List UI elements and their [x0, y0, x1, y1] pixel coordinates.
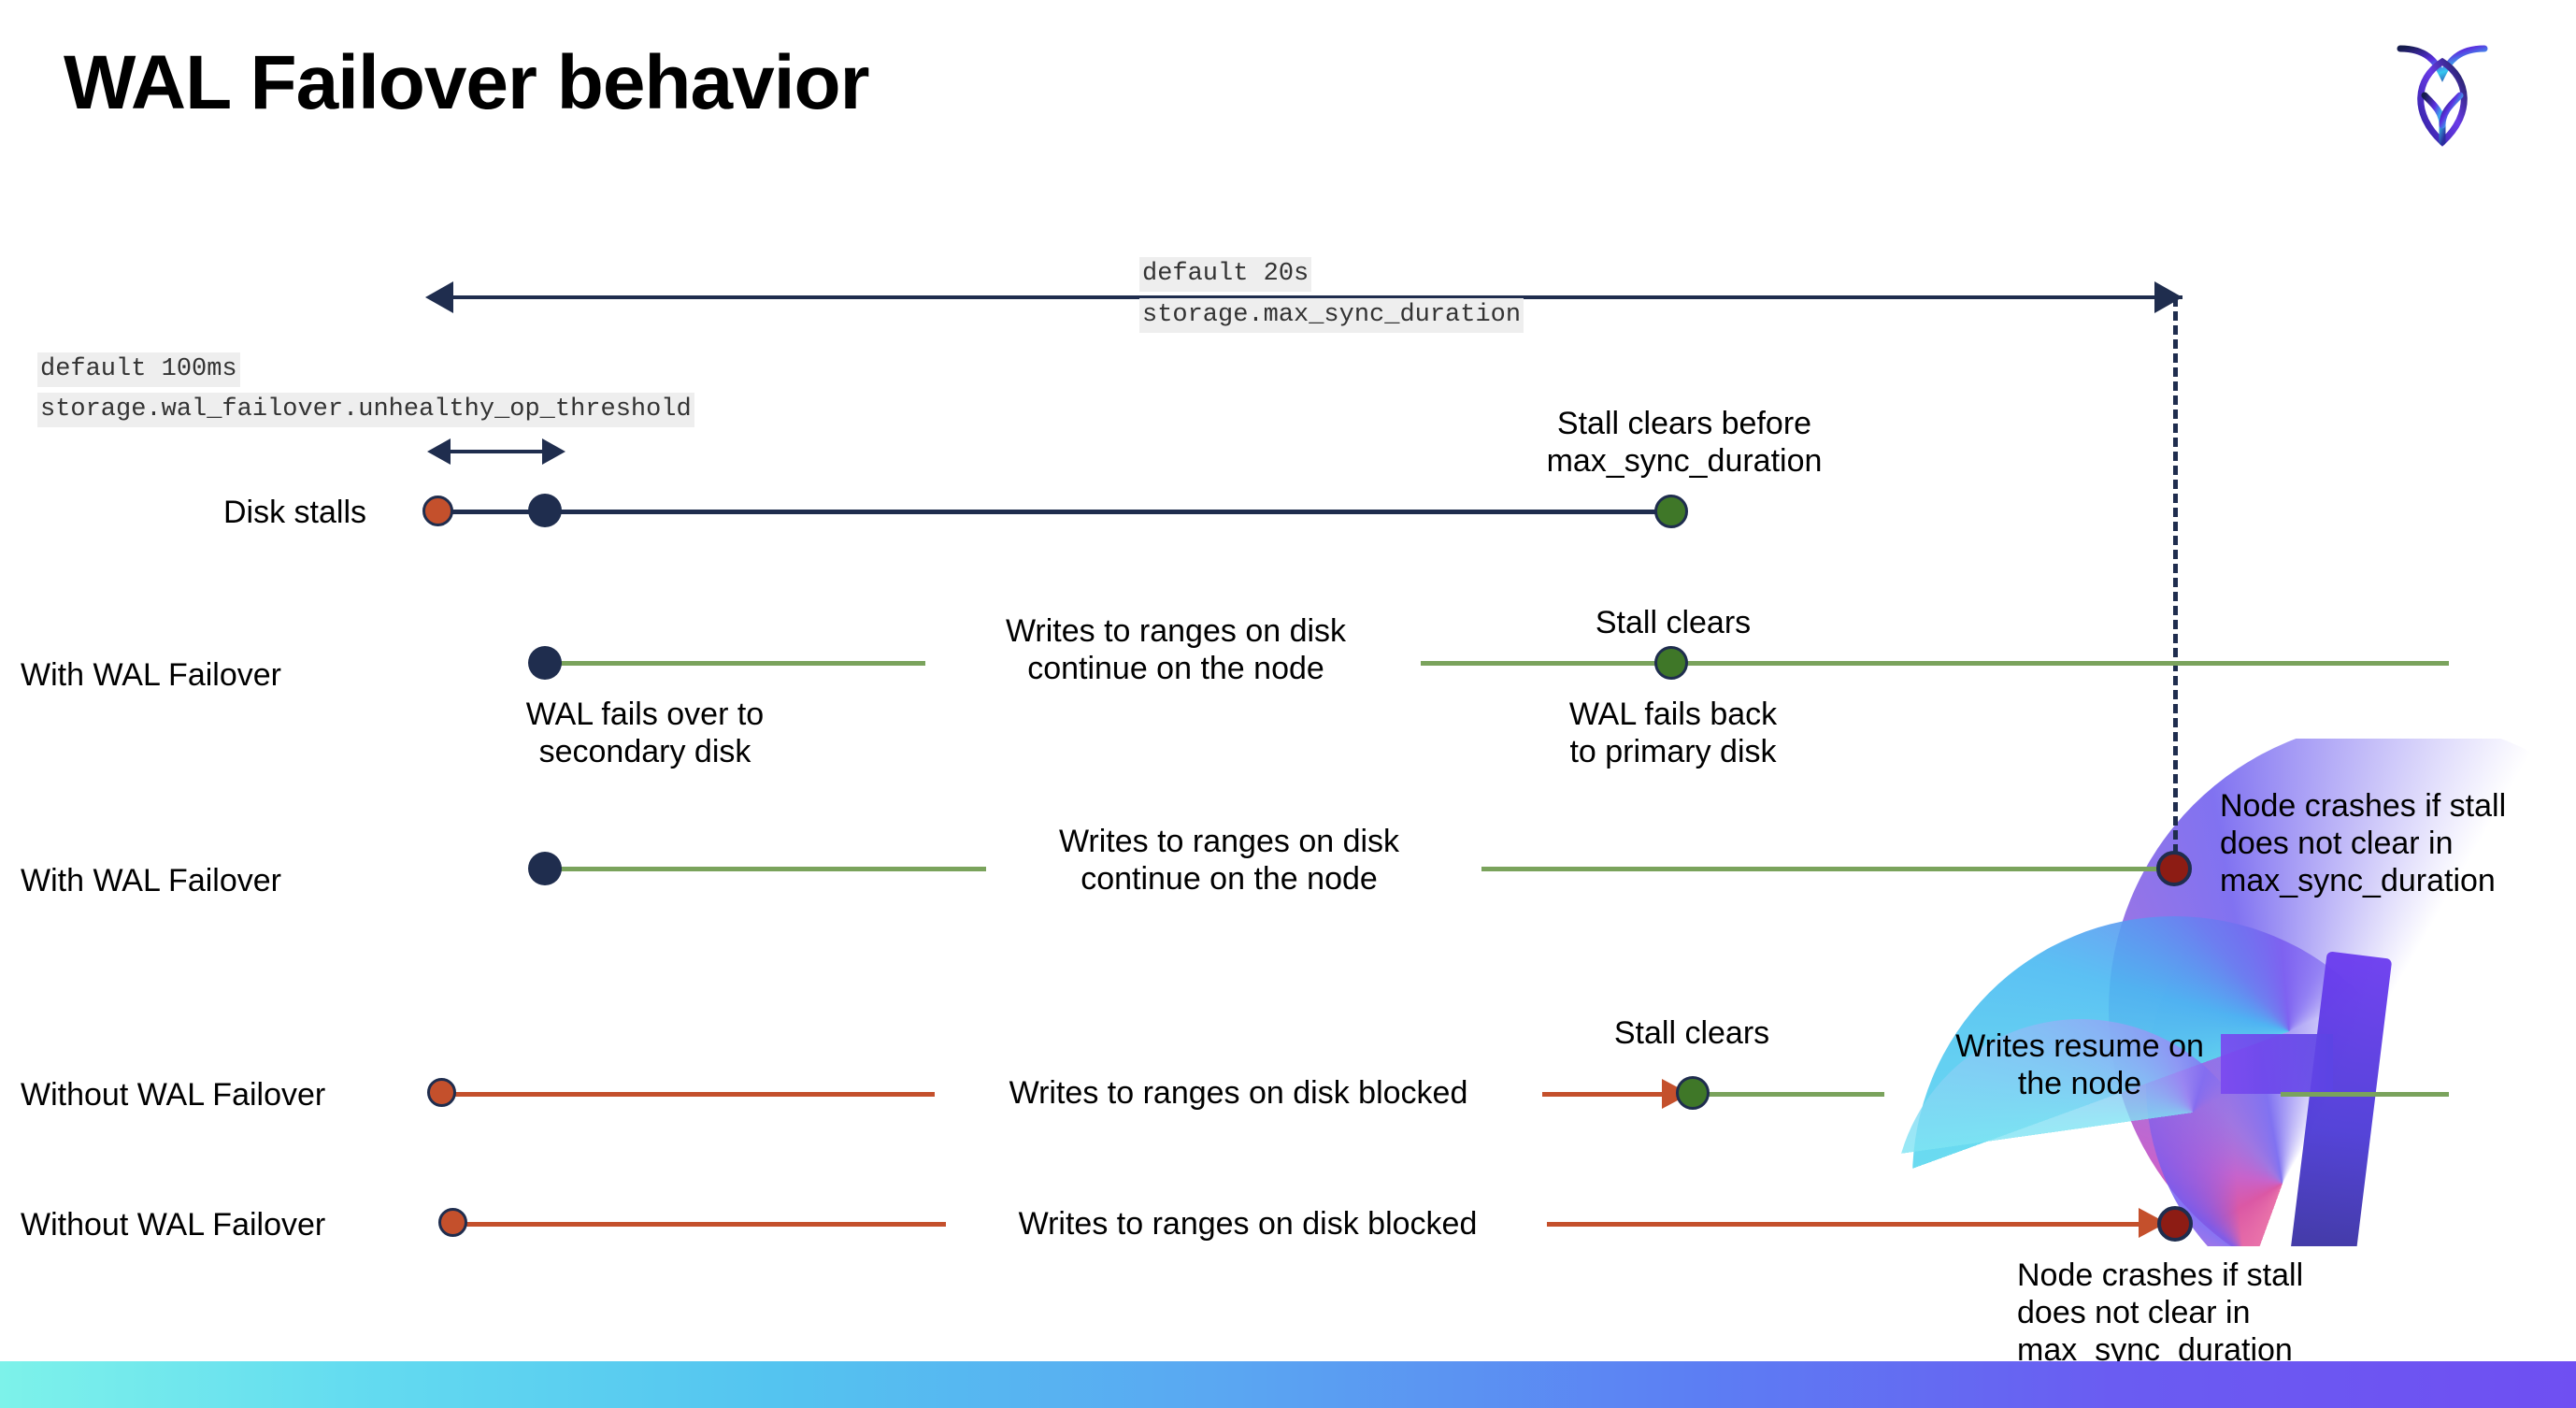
note-line-2: continue on the node [1027, 650, 1324, 686]
note-line-2: does not clear in [2017, 1294, 2251, 1330]
disk-stall-clears-dot [1654, 495, 1688, 528]
without-wal-1-resume-seg-far [2281, 1092, 2449, 1097]
note-line-1: WAL fails back [1568, 697, 1778, 732]
note-line-1: Node crashes if stall [2017, 1257, 2304, 1293]
with-wal-2-node-crash-dot [2156, 851, 2192, 886]
note-line-1: Writes to ranges on disk [1058, 824, 1400, 859]
note-stall-clears-before: Stall clears before max_sync_duration [1507, 406, 1862, 481]
max-sync-duration-setting-label: storage.max_sync_duration [1139, 298, 1524, 333]
max-sync-duration-deadline-dashed-line [2173, 297, 2178, 882]
note-wal-fails-over: WAL fails over to secondary disk [458, 697, 832, 771]
row-label-disk-stalls: Disk stalls [223, 495, 367, 530]
with-wal-1-timeline-seg-a [542, 661, 925, 666]
note-line-2: does not clear in [2220, 825, 2454, 861]
without-wal-1-stall-clears-dot [1676, 1076, 1710, 1110]
bottom-gradient-bar [0, 1361, 2576, 1408]
note-writes-blocked-row5: Writes to ranges on disk blocked [1018, 1206, 1478, 1242]
note-stall-clears-row2: Stall clears [1595, 605, 1752, 640]
max-sync-duration-default-label: default 20s [1139, 257, 1312, 292]
note-line-2: the node [2017, 1065, 2142, 1101]
note-line-1: Writes resume on [1955, 1028, 2204, 1064]
without-wal-2-node-crash-dot [2157, 1206, 2193, 1242]
note-line-1: WAL fails over to [525, 697, 765, 732]
with-wal-2-failover-dot [528, 852, 562, 885]
node-crashes-callout-box [1972, 1246, 2411, 1361]
note-line-2: to primary disk [1569, 733, 1777, 769]
disk-stall-start-dot [422, 496, 453, 526]
with-wal-2-timeline-seg-a [542, 867, 986, 871]
note-writes-continue-2: Writes to ranges on disk continue on the… [991, 824, 1467, 898]
wal-failover-trigger-dot [528, 494, 562, 527]
note-writes-blocked-row4: Writes to ranges on disk blocked [1009, 1075, 1468, 1111]
threshold-ruler-line [439, 450, 559, 453]
note-line-2: max_sync_duration [1546, 442, 1823, 479]
page-title: WAL Failover behavior [64, 40, 870, 125]
without-wal-2-blocked-seg-b [1547, 1222, 2150, 1227]
with-wal-1-timeline-seg-b [1421, 661, 2449, 666]
unhealthy-op-threshold-default-label: default 100ms [37, 352, 240, 387]
without-wal-1-blocked-seg-a [444, 1092, 935, 1097]
unhealthy-op-threshold-setting-label: storage.wal_failover.unhealthy_op_thresh… [37, 393, 694, 427]
note-line-3: max_sync_duration [2220, 862, 2496, 898]
row-label-without-wal-failover-2: Without WAL Failover [21, 1207, 326, 1243]
note-line-2: secondary disk [538, 733, 751, 769]
without-wal-2-blocked-seg-a [455, 1222, 946, 1227]
threshold-arrow-left-icon [427, 438, 451, 465]
note-wal-fails-back: WAL fails back to primary disk [1519, 697, 1827, 771]
row-label-with-wal-failover-1: With WAL Failover [21, 657, 281, 693]
note-line-1: Writes to ranges on disk [1005, 613, 1347, 649]
note-line-2: continue on the node [1080, 860, 1378, 897]
disk-stalls-timeline [437, 510, 1685, 514]
without-wal-2-stall-start-dot [438, 1208, 467, 1237]
note-stall-clears-row4: Stall clears [1613, 1015, 1770, 1051]
note-line-1: Stall clears before [1556, 406, 1812, 441]
without-wal-1-resume-seg [1707, 1092, 1884, 1097]
note-node-crashes-row5: Node crashes if stall does not clear in … [2017, 1257, 2391, 1369]
note-writes-resume: Writes resume on the node [1921, 1028, 2239, 1103]
max-sync-duration-ruler-line [430, 295, 2182, 299]
row-label-with-wal-failover-2: With WAL Failover [21, 863, 281, 898]
note-node-crashes-row3: Node crashes if stall does not clear in … [2220, 788, 2575, 899]
without-wal-1-stall-start-dot [427, 1078, 456, 1107]
row-label-without-wal-failover-1: Without WAL Failover [21, 1077, 326, 1113]
with-wal-1-failover-dot [528, 646, 562, 680]
ruler-arrow-right-icon [2154, 281, 2182, 313]
note-line-1: Node crashes if stall [2220, 788, 2507, 824]
with-wal-2-timeline-seg-b [1481, 867, 2178, 871]
without-wal-1-blocked-seg-b [1542, 1092, 1673, 1097]
ruler-arrow-left-icon [425, 281, 453, 313]
note-writes-continue-1: Writes to ranges on disk continue on the… [937, 613, 1414, 688]
cockroachdb-logo [2391, 34, 2494, 155]
threshold-arrow-right-icon [542, 438, 565, 465]
with-wal-1-stall-clears-dot [1654, 646, 1688, 680]
